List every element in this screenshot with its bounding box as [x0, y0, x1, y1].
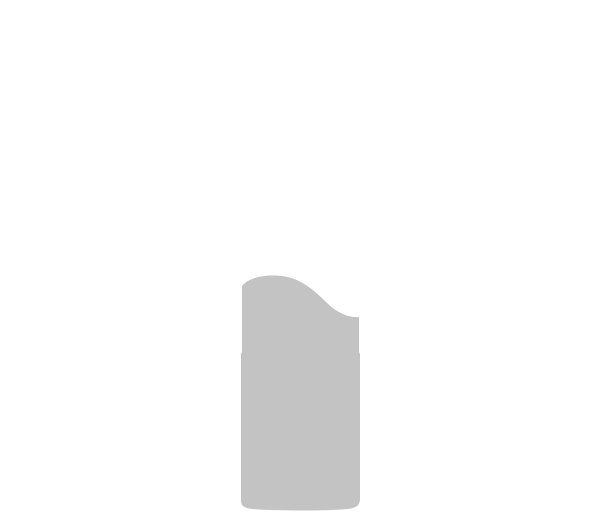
candle-icon [241, 275, 360, 511]
candle-shape [238, 272, 364, 514]
candle-body [241, 275, 360, 511]
